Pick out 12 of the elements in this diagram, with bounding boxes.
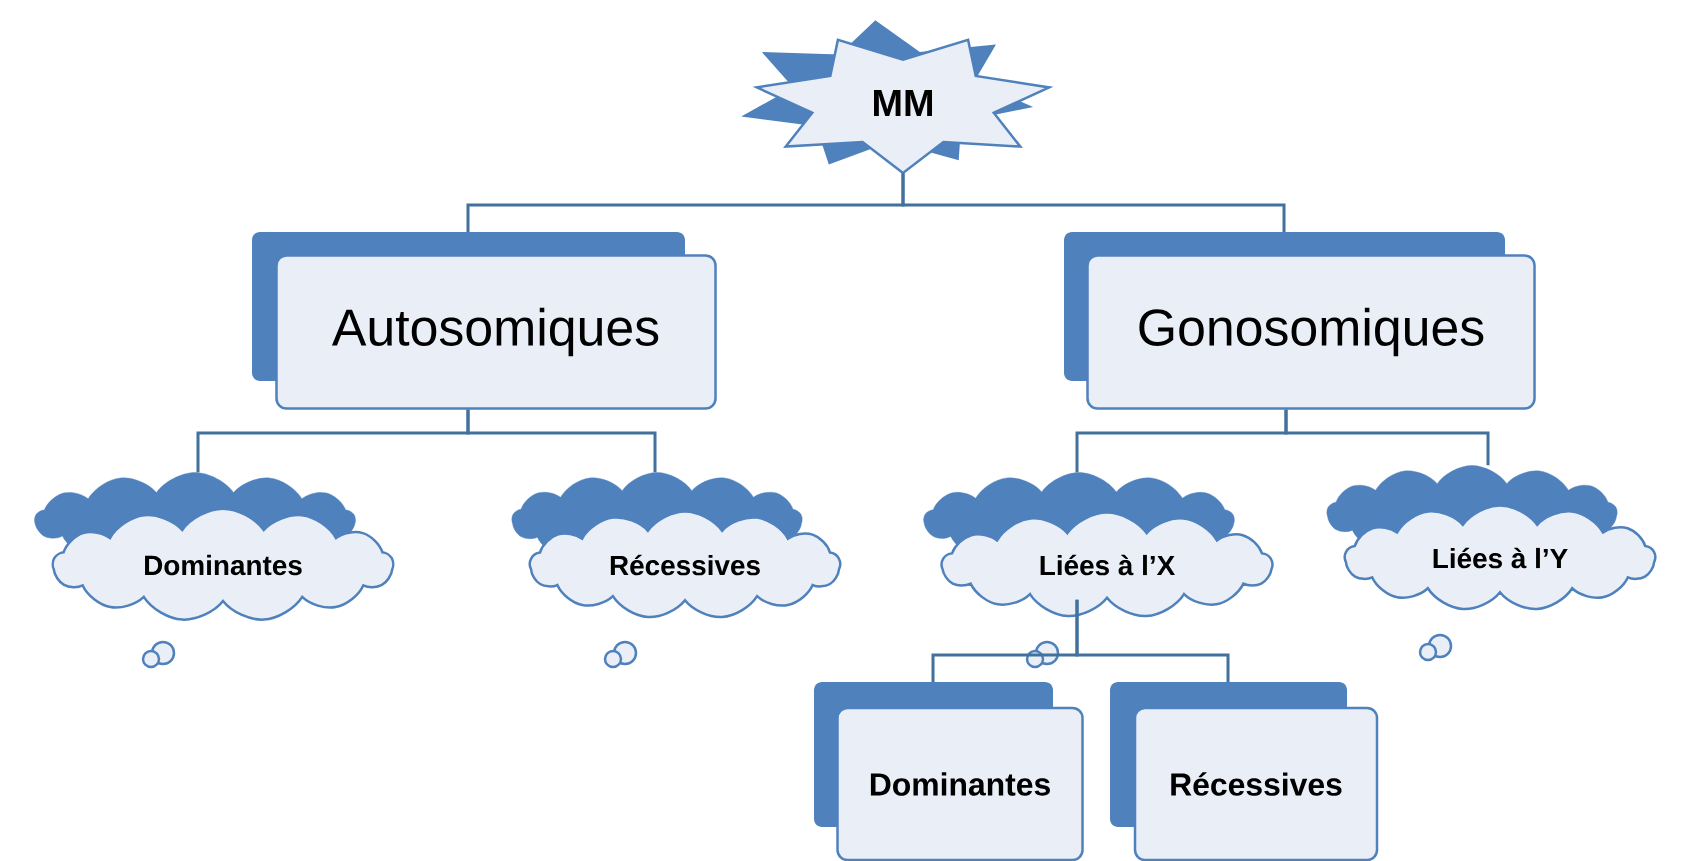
connector-line (466, 409, 657, 473)
connector-line (1284, 409, 1490, 466)
thought-cloud: Liées à l’X (923, 472, 1274, 669)
connector-line (1075, 599, 1230, 682)
process-box: Récessives (1110, 682, 1379, 861)
thought-cloud: Dominantes (34, 472, 395, 669)
thought-cloud: Liées à l’Y (1326, 465, 1657, 662)
process-box: Gonosomiques (1064, 232, 1536, 410)
connector-line (901, 173, 1286, 232)
process-box: Autosomiques (252, 232, 717, 410)
thought-cloud: Récessives (511, 472, 842, 669)
process-box: Dominantes (814, 682, 1084, 861)
